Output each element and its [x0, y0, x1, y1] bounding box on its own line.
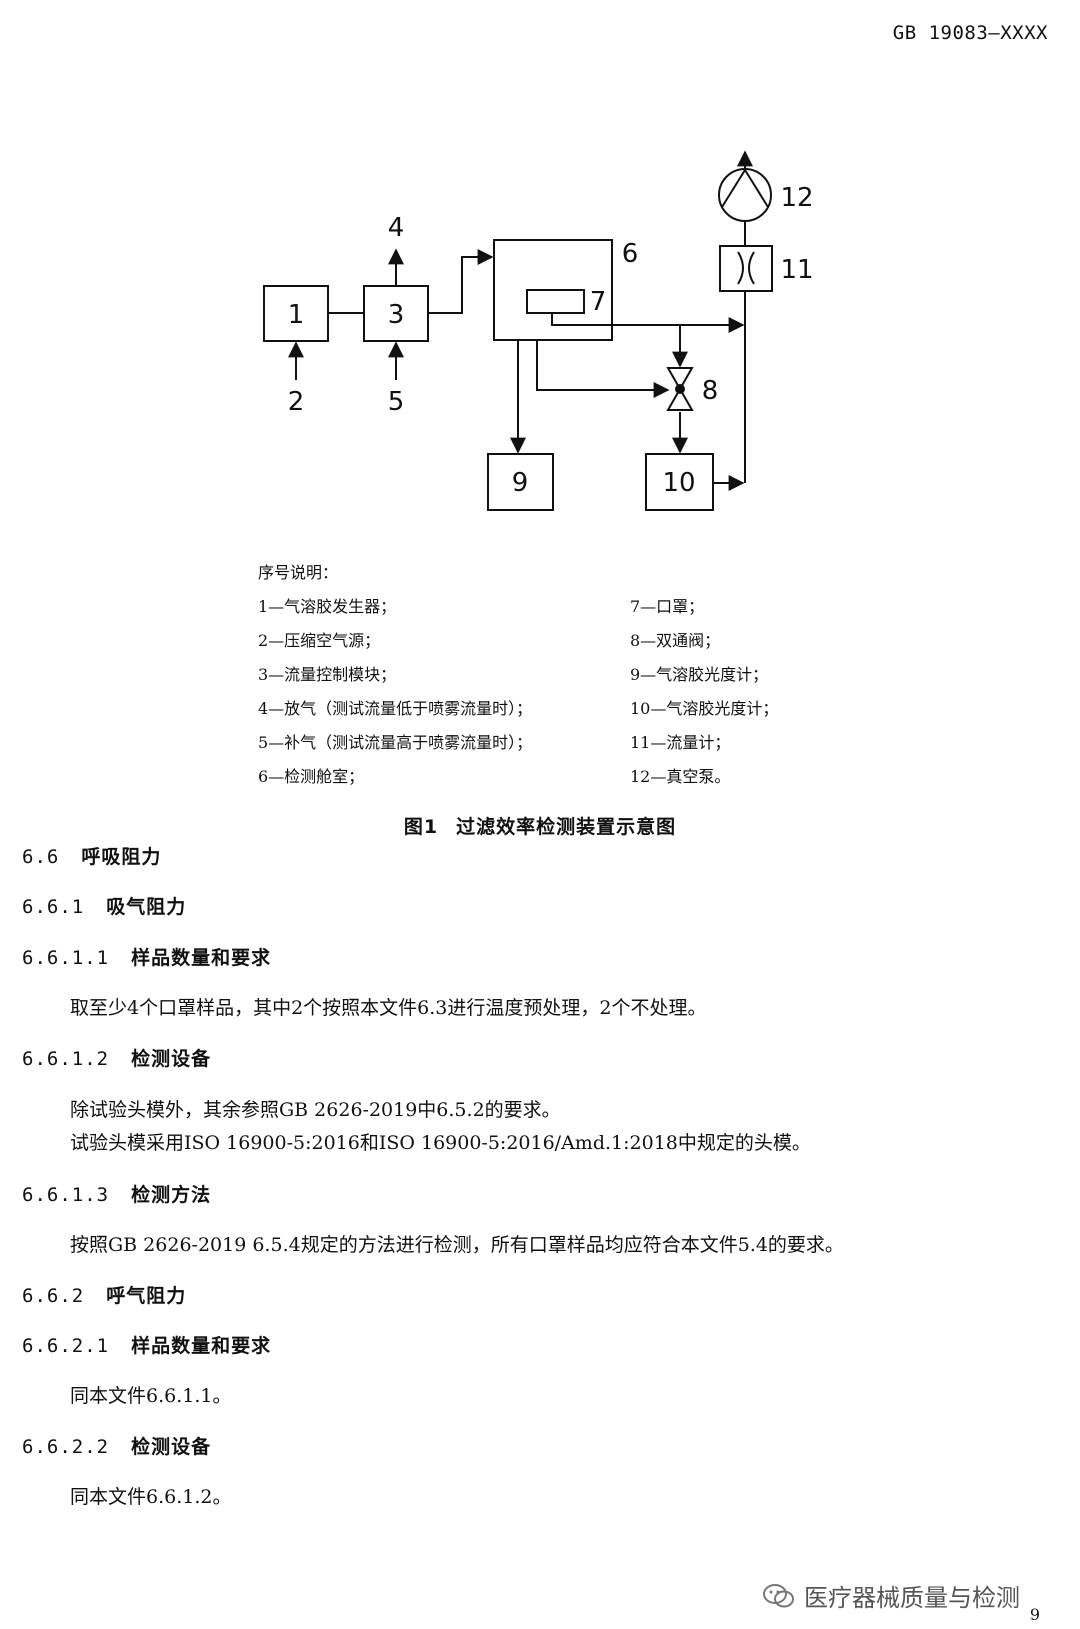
- filtration-efficiency-diagram: 1 3 2 5 4 6 7 8 9 10 11 12: [263, 150, 814, 511]
- paragraph: 同本文件6.6.1.1。: [70, 1385, 232, 1407]
- legend-item: 3—流量控制模块；: [258, 665, 397, 684]
- paragraph: 取至少4个口罩样品，其中2个按照本文件6.3进行温度预处理，2个不处理。: [70, 997, 707, 1019]
- legend-item: 4—放气（测试流量低于喷雾流量时）；: [258, 699, 533, 718]
- label-4: 4: [388, 213, 405, 243]
- legend-item: 7—口罩；: [630, 597, 705, 616]
- figure-caption-text: 过滤效率检测装置示意图: [456, 816, 677, 838]
- page-number: 9: [1029, 1605, 1040, 1624]
- label-9: 9: [512, 468, 529, 498]
- legend-item: 9—气溶胶光度计；: [630, 665, 769, 684]
- label-12: 12: [780, 183, 813, 213]
- document-code: GB 19083—XXXX: [892, 22, 1048, 44]
- valve-8-icon: [666, 367, 694, 411]
- legend-item: 2—压缩空气源；: [258, 631, 381, 650]
- box-11-flowmeter: [719, 245, 773, 292]
- paragraph: 同本文件6.6.1.2。: [70, 1486, 232, 1508]
- label-1: 1: [288, 300, 305, 330]
- paragraph: 除试验头模外，其余参照GB 2626-2019中6.5.2的要求。: [70, 1099, 561, 1121]
- label-2: 2: [288, 387, 305, 417]
- legend-item: 1—气溶胶发生器；: [258, 597, 397, 616]
- legend-item: 6—检测舱室；: [258, 767, 365, 786]
- legend-item: 12—真空泵。: [630, 767, 731, 786]
- legend-item: 5—补气（测试流量高于喷雾流量时）；: [258, 733, 533, 752]
- label-7: 7: [590, 287, 607, 317]
- label-5: 5: [388, 387, 405, 417]
- watermark-text: 医疗器械质量与检测: [804, 1584, 1020, 1612]
- label-3: 3: [388, 300, 405, 330]
- label-6: 6: [622, 239, 639, 269]
- label-8: 8: [702, 376, 719, 406]
- watermark: 医疗器械质量与检测: [762, 1578, 1020, 1613]
- legend-item: 8—双通阀；: [630, 631, 721, 650]
- label-11: 11: [780, 255, 813, 285]
- legend-item: 11—流量计；: [630, 733, 731, 752]
- paragraph: 试验头模采用ISO 16900-5:2016和ISO 16900-5:2016/…: [70, 1132, 811, 1154]
- figure-legend: 序号说明： 1—气溶胶发生器； 7—口罩； 2—压缩空气源； 8—双通阀； 3—…: [258, 556, 880, 794]
- wechat-icon: [763, 1583, 794, 1607]
- box-9: [487, 453, 554, 511]
- figure-caption-label: 图1: [403, 816, 439, 838]
- box-7-mask: [526, 289, 585, 314]
- figure-caption: 图1 过滤效率检测装置示意图: [0, 812, 1080, 839]
- paragraph: 按照GB 2626-2019 6.5.4规定的方法进行检测，所有口罩样品均应符合…: [70, 1234, 844, 1256]
- label-10: 10: [662, 468, 695, 498]
- pump-12-icon: [718, 168, 772, 222]
- legend-item: 10—气溶胶光度计；: [630, 699, 779, 718]
- box-6-chamber: [493, 239, 613, 341]
- legend-title: 序号说明：: [258, 563, 339, 582]
